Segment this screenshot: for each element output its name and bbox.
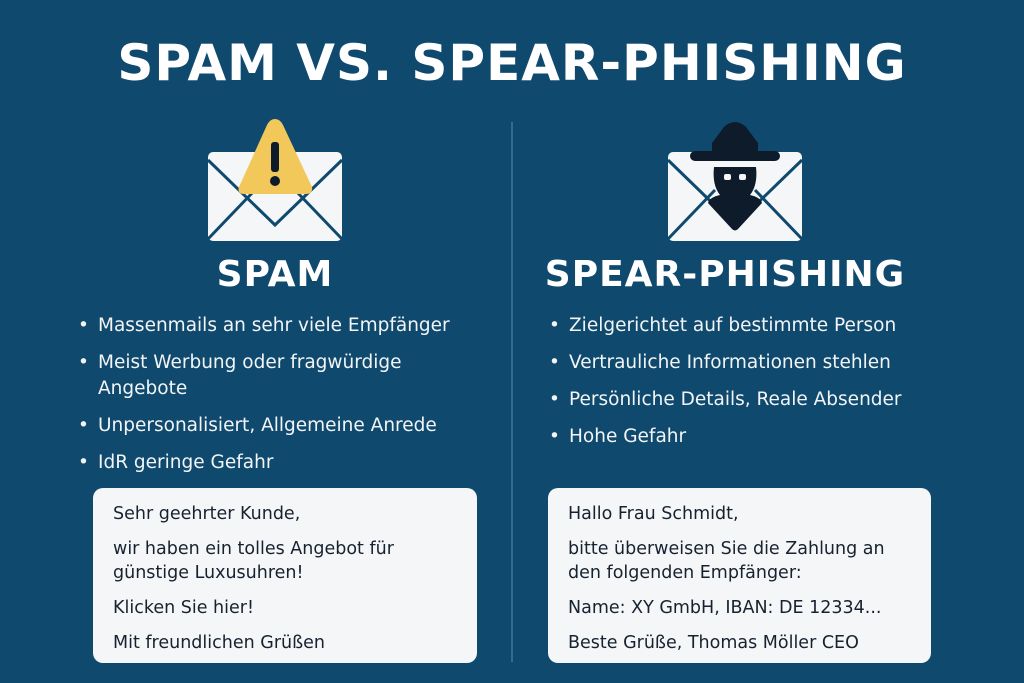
envelope-hacker-icon <box>666 122 804 241</box>
phishing-bullet: Persönliche Details, Reale Absender <box>549 387 969 413</box>
spam-bullet: IdR geringe Gefahr <box>78 450 498 476</box>
phishing-bullet: Zielgerichtet auf bestimmte Person <box>549 313 969 339</box>
spear-phishing-heading: SPEAR-PHISHING <box>544 254 906 295</box>
spam-bullet: Meist Werbung oder fragwürdige Angebote <box>78 350 458 402</box>
spam-bullet-list: Massenmails an sehr viele Empfänger Meis… <box>78 313 498 487</box>
email-line: Beste Grüße, Thomas Möller CEO <box>568 633 859 653</box>
email-line: Name: XY GmbH, IBAN: DE 12334... <box>568 598 882 618</box>
email-line: Sehr geehrter Kunde, <box>113 504 301 524</box>
spam-bullet: Unpersonalisiert, Allgemeine Anrede <box>78 413 498 439</box>
spam-example-email: Sehr geehrter Kunde, wir haben ein tolle… <box>93 488 477 663</box>
column-divider <box>511 122 513 662</box>
email-line: bitte überweisen Sie die Zahlung an den … <box>568 539 885 583</box>
email-line: wir haben ein tolles Angebot für günstig… <box>113 539 394 583</box>
spam-bullet: Massenmails an sehr viele Empfänger <box>78 313 498 339</box>
envelope-warning-icon <box>206 119 344 241</box>
phishing-bullet-list: Zielgerichtet auf bestimmte Person Vertr… <box>549 313 969 461</box>
phishing-bullet: Vertrauliche Informationen stehlen <box>549 350 969 376</box>
page-title: SPAM VS. SPEAR-PHISHING <box>117 34 907 92</box>
email-line: Hallo Frau Schmidt, <box>568 504 739 524</box>
email-line: Mit freundlichen Grüßen <box>113 633 325 653</box>
phishing-example-email: Hallo Frau Schmidt, bitte überweisen Sie… <box>548 488 931 663</box>
email-line: Klicken Sie hier! <box>113 598 254 618</box>
phishing-bullet: Hohe Gefahr <box>549 424 969 450</box>
spam-heading: SPAM <box>216 254 334 295</box>
